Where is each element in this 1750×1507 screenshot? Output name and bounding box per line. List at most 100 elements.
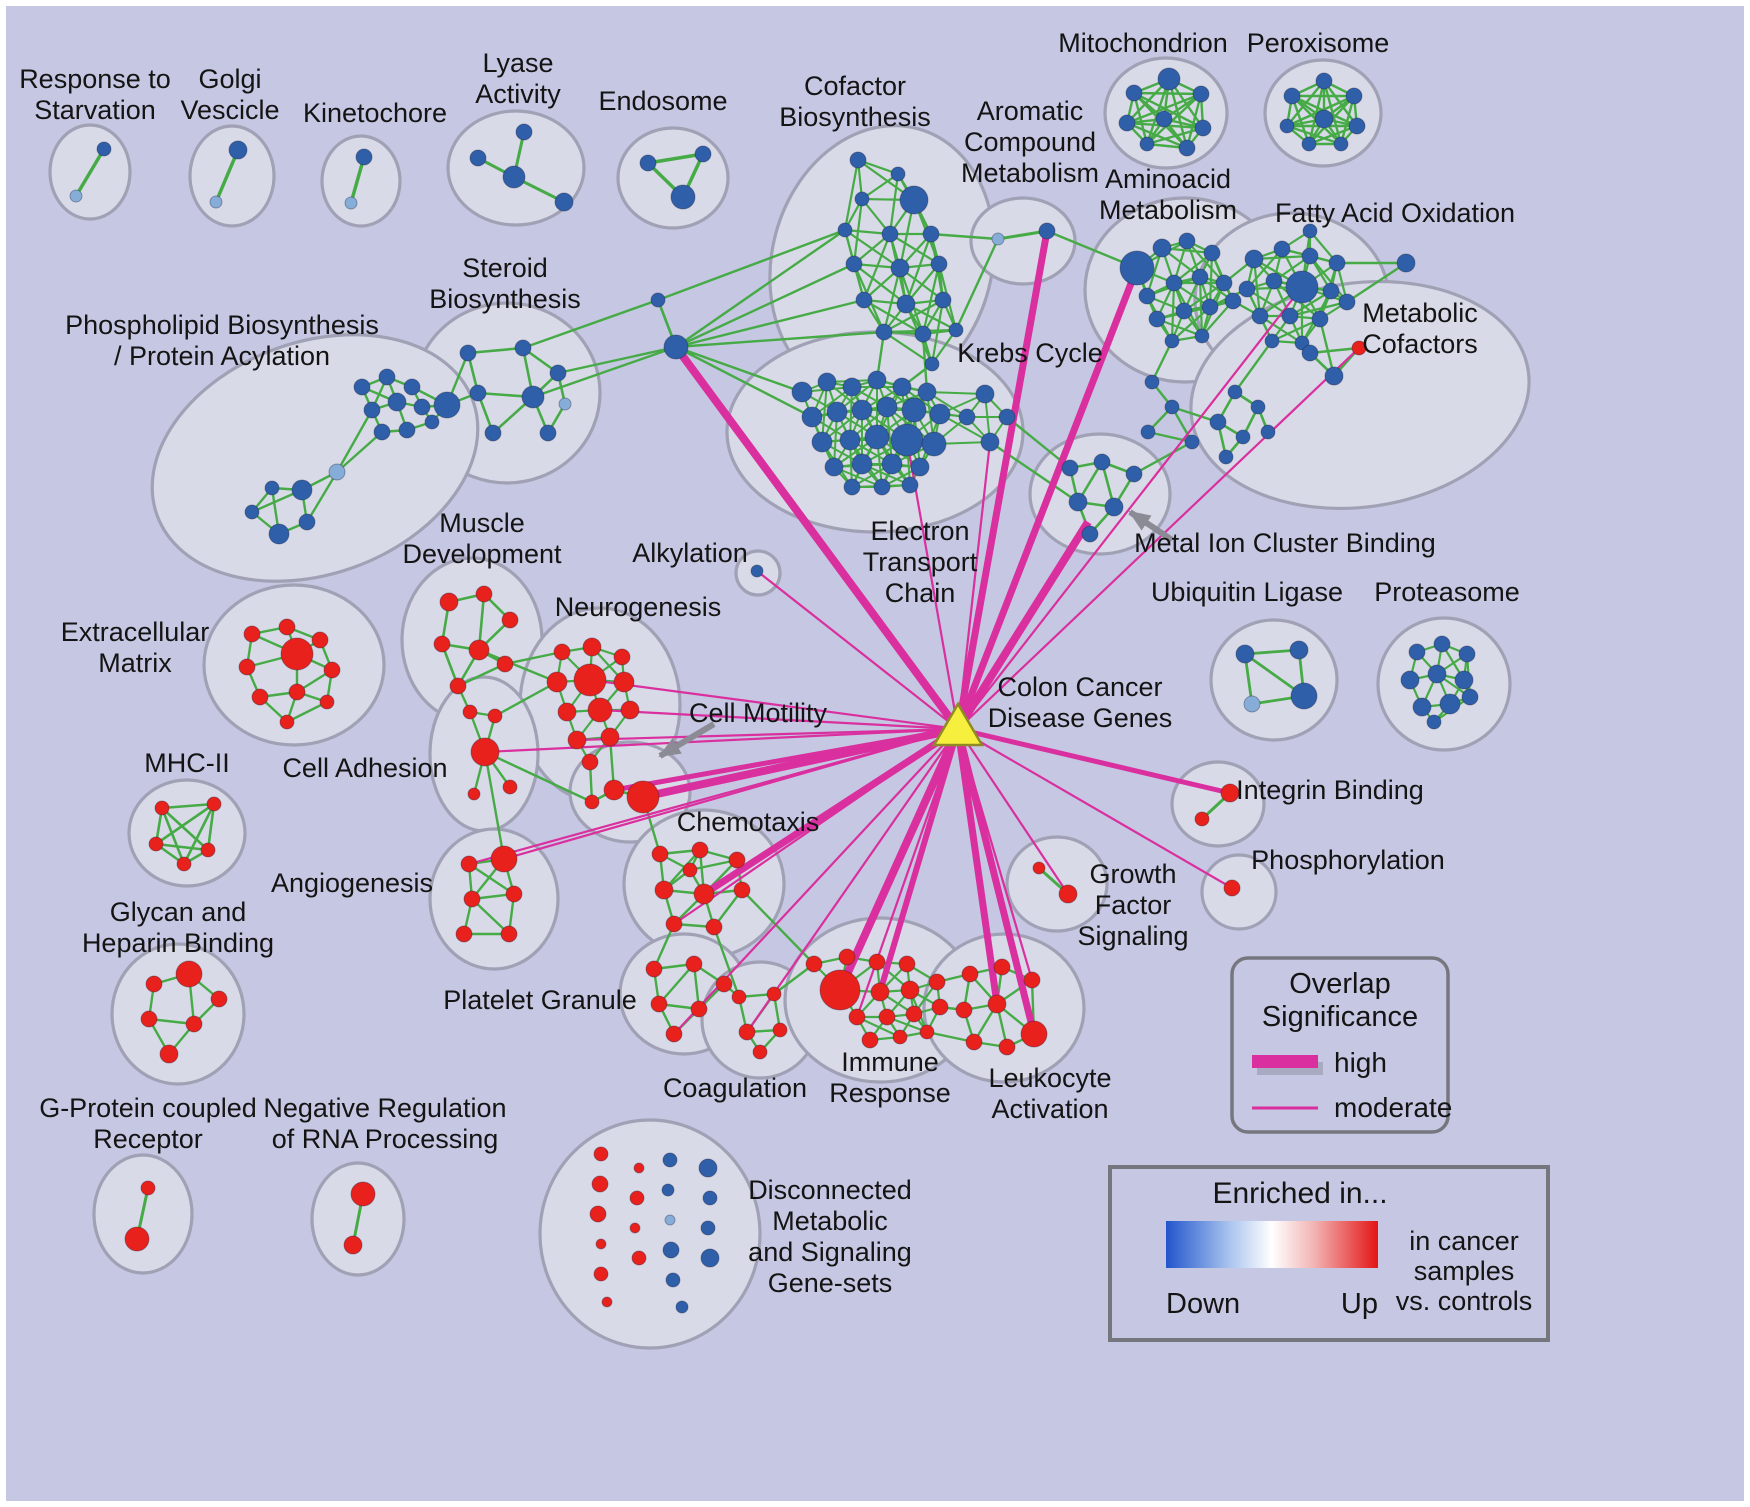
- gene-set-overlap-edge: [921, 263, 941, 335]
- immune-response-node: [905, 1005, 923, 1023]
- aminoacid-metabolism-node: [1224, 292, 1242, 310]
- glycan-heparin-binding-region: [110, 942, 246, 1086]
- cofactor-biosynthesis-node: [934, 291, 952, 309]
- gene-set-overlap-edge: [1308, 124, 1358, 146]
- metal-ion-cluster-binding-node: [1093, 453, 1111, 471]
- lyase-activity-node: [502, 165, 526, 189]
- electron-transport-chain-node: [901, 397, 927, 423]
- aminoacid-metabolism-node: [1148, 310, 1166, 328]
- gene-set-overlap-edge: [504, 650, 563, 666]
- muscle-development-node: [468, 639, 490, 661]
- electron-transport-chain-node: [801, 406, 823, 428]
- metabolic-chain-node: [1164, 399, 1180, 415]
- immune-response-node: [848, 1008, 866, 1026]
- phospholipid-biosynthesis-node: [398, 421, 416, 439]
- angiogenesis-node: [463, 890, 481, 908]
- disease-overlap-edge-high: [613, 726, 959, 793]
- cofactor-biosynthesis-node: [922, 225, 940, 243]
- cell-adhesion-node: [462, 704, 478, 720]
- angiogenesis-label: Angiogenesis: [271, 868, 433, 898]
- disease-overlap-edge-moderate: [576, 727, 959, 742]
- gene-set-overlap-edge: [1271, 318, 1321, 342]
- gene-set-overlap-edge: [882, 267, 902, 333]
- proteasome-node: [1439, 693, 1461, 715]
- aromatic-compound-metabolism-region: [969, 196, 1077, 286]
- chemotaxis-label: Chemotaxis: [677, 807, 820, 837]
- disease-overlap-edge-high: [836, 727, 962, 992]
- cofactor-biosynthesis-node: [924, 356, 940, 372]
- metabolic-cofactors-node: [1218, 449, 1234, 465]
- cofactor-biosynthesis-node: [914, 325, 932, 343]
- lyase-activity-node: [515, 123, 533, 141]
- extracellular-matrix-node: [311, 631, 329, 649]
- endosome-label: Endosome: [598, 86, 727, 116]
- cofactor-biosynthesis-node: [948, 322, 964, 338]
- mitochondrion-node: [1194, 119, 1212, 137]
- disconnected-gene-sets-node: [675, 1300, 689, 1314]
- layer-nodes: [69, 67, 1479, 1314]
- pointer-arrow: [1128, 509, 1174, 543]
- phospholipid-biosynthesis-node: [328, 463, 346, 481]
- steroid-biosynthesis-node: [558, 397, 572, 411]
- angiogenesis-node: [460, 855, 478, 873]
- disconnected-gene-sets-node: [633, 1162, 645, 1174]
- extracellular-matrix-node: [319, 694, 335, 710]
- mitochondrion-node: [1125, 84, 1143, 102]
- disconnected-gene-sets-node: [591, 1175, 609, 1193]
- gene-set-overlap-edge: [483, 751, 506, 860]
- peroxisome-node: [1314, 109, 1334, 129]
- electron-transport-chain-node: [864, 424, 890, 450]
- gene-set-overlap-edge: [471, 898, 510, 935]
- leukocyte-activation-node: [955, 1001, 973, 1019]
- electron-transport-chain-node: [826, 401, 848, 423]
- metabolic-chain-node: [1144, 374, 1160, 390]
- mitochondrion-node: [1118, 114, 1136, 132]
- gene-set-overlap-edge: [689, 858, 738, 872]
- gene-set-overlap-edge: [74, 148, 106, 197]
- electron-transport-chain-node: [929, 403, 951, 425]
- mhc-ii-node: [206, 796, 222, 812]
- cofactor-biosynthesis-node: [854, 191, 870, 207]
- disease-overlap-edge-moderate: [957, 286, 1303, 730]
- neurogenesis-node: [600, 727, 620, 747]
- mhc-ii-node: [148, 836, 164, 852]
- phospholipid-biosynthesis-node: [353, 378, 371, 396]
- aminoacid-metabolism-node: [1175, 302, 1193, 320]
- electron-transport-chain-node: [867, 370, 887, 390]
- glycan-heparin-binding-node: [140, 1010, 158, 1028]
- gene-set-overlap-edge: [494, 680, 558, 718]
- disconnected-gene-sets-node: [665, 1272, 681, 1288]
- gene-set-overlap-edge: [675, 345, 813, 419]
- gene-set-overlap-edge: [1289, 300, 1348, 318]
- gene-set-overlap-edge: [468, 863, 515, 895]
- cell-adhesion-node: [467, 787, 481, 801]
- mhc-ii-node: [176, 856, 192, 872]
- neurogenesis-node: [567, 730, 587, 750]
- cell-motility-node: [603, 779, 625, 801]
- overlap-significance-legend-box: [1230, 956, 1450, 1134]
- gene-set-overlap-edge: [522, 298, 659, 350]
- high-significance-sample-line: [1252, 1055, 1318, 1068]
- ubiquitin-ligase-node: [1289, 640, 1309, 660]
- ubiquitin-ligase-node: [1235, 644, 1255, 664]
- chemotaxis-node: [728, 851, 746, 869]
- gene-set-overlap-edge: [883, 299, 944, 333]
- krebs-cycle-label: Krebs Cycle: [957, 338, 1103, 368]
- gene-set-overlap-edge: [1253, 254, 1311, 261]
- leukocyte-activation-node: [1020, 1020, 1048, 1048]
- disconnected-gene-sets-region: [538, 1118, 762, 1350]
- metabolic-cofactors-node: [1351, 340, 1367, 356]
- disease-overlap-edge-high: [954, 519, 1092, 732]
- gene-set-overlap-edge: [1146, 126, 1204, 146]
- phosphorylation-node: [1223, 879, 1241, 897]
- peroxisome-label: Peroxisome: [1247, 28, 1390, 58]
- disconnected-gene-sets-node: [631, 1250, 647, 1266]
- gene-set-overlap-edge: [657, 228, 846, 302]
- fatty-acid-oxidation-node: [1301, 247, 1319, 265]
- fatty-acid-oxidation-node: [1396, 253, 1416, 273]
- fatty-acid-oxidation-node: [1311, 310, 1329, 328]
